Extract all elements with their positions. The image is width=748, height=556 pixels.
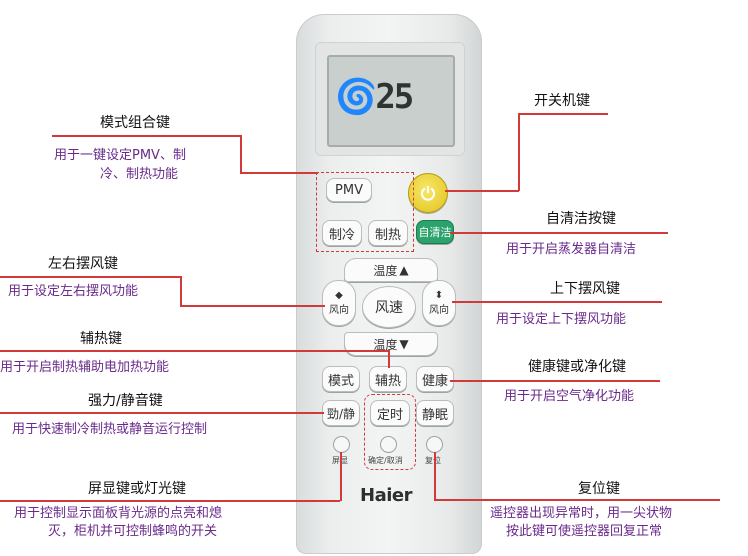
timer-button[interactable]: 定时	[370, 400, 410, 426]
lr-swing-button[interactable]: ◆ 风向	[322, 280, 356, 326]
health-line	[450, 380, 660, 382]
reset-button[interactable]	[426, 436, 443, 453]
lr-swing-line	[0, 276, 180, 278]
cool-button[interactable]: 制冷	[322, 220, 362, 246]
screen-desc-1: 用于控制显示面板背光源的点亮和熄	[14, 506, 223, 521]
reset-line	[434, 499, 720, 501]
mode-combo-line-h	[240, 172, 318, 174]
mode-combo-desc-2: 冷、制热功能	[100, 167, 179, 182]
screen-line	[0, 500, 340, 502]
aux-heat-title: 辅热键	[80, 331, 122, 347]
ud-swing-label: 风向	[429, 305, 449, 316]
ud-swing-desc: 用于设定上下摆风功能	[496, 312, 627, 327]
triangle-up-icon: ▲	[399, 263, 409, 277]
triangle-down-icon: ▼	[399, 337, 409, 351]
self-clean-button[interactable]: 自清洁	[416, 220, 454, 244]
lr-swing-line-h	[180, 305, 325, 307]
self-clean-line	[450, 232, 668, 234]
aux-heat-line	[0, 350, 390, 352]
mode-combo-title: 模式组合键	[100, 115, 170, 131]
lr-swing-label: 风向	[329, 305, 349, 316]
power-line-top	[518, 113, 608, 115]
turbo-desc: 用于快速制冷制热或静音运行控制	[12, 422, 208, 437]
sleep-button[interactable]: 静眠	[416, 400, 454, 426]
mode-combo-desc-1: 用于一键设定PMV、制	[54, 148, 186, 163]
ud-swing-line	[452, 301, 662, 303]
mode-combo-line-v	[240, 135, 242, 173]
mode-button[interactable]: 模式	[322, 366, 360, 392]
lr-swing-desc: 用于设定左右摆风功能	[8, 284, 139, 299]
power-icon	[421, 186, 435, 201]
ud-swing-button[interactable]: ⬍ 风向	[422, 280, 456, 326]
lcd-readout: 🌀25	[335, 77, 414, 117]
reset-desc-2: 按此键可使遥控器回复正常	[506, 524, 663, 539]
confirm-cancel-label: 确定/取消	[368, 456, 403, 465]
confirm-cancel-button[interactable]	[380, 436, 397, 453]
lr-swing-title: 左右摆风键	[48, 256, 118, 272]
power-button[interactable]	[408, 173, 448, 213]
mode-combo-line	[52, 135, 242, 137]
health-button[interactable]: 健康	[416, 366, 454, 392]
screen-title: 屏显键或灯光键	[88, 481, 186, 497]
health-title: 健康键或净化键	[528, 359, 626, 375]
screen-desc-2: 灭，柜机并可控制蜂鸣的开关	[48, 524, 218, 539]
lr-swing-line-v	[180, 276, 182, 306]
temp-down-button[interactable]: 温度 ▼	[344, 332, 438, 356]
power-line-v	[518, 113, 520, 191]
reset-line-v	[434, 452, 436, 500]
ud-swing-title: 上下摆风键	[550, 281, 620, 297]
up-down-arrow-icon: ⬍	[434, 290, 444, 301]
health-desc: 用于开启空气净化功能	[504, 389, 635, 404]
aux-heat-desc: 用于开启制热辅助电加热功能	[0, 360, 170, 375]
left-right-arrow-icon: ◆	[335, 290, 343, 301]
turbo-quiet-button[interactable]: 勁/静	[322, 400, 360, 426]
turbo-line	[0, 412, 324, 414]
aux-heat-line-v	[388, 350, 390, 368]
temp-up-button[interactable]: 温度 ▲	[344, 258, 438, 282]
reset-desc-1: 遥控器出现异常时，用一尖状物	[490, 506, 673, 521]
power-title: 开关机键	[534, 93, 590, 109]
reset-label: 复位	[425, 456, 441, 465]
fan-speed-button[interactable]: 风速	[362, 286, 416, 328]
reset-title: 复位键	[578, 481, 620, 497]
mode-combo-outline	[316, 172, 414, 252]
timer-group-outline	[364, 394, 416, 470]
brand-logo: Haier	[360, 485, 412, 506]
screen-button[interactable]	[333, 436, 350, 453]
power-line-h	[445, 190, 519, 192]
temp-down-label: 温度	[373, 337, 398, 352]
screen-line-v	[340, 452, 342, 501]
pmv-button[interactable]: PMV	[326, 178, 372, 202]
self-clean-desc: 用于开启蒸发器自清洁	[506, 242, 637, 257]
lcd-display: 🌀25	[327, 55, 455, 147]
self-clean-title: 自清洁按键	[546, 211, 616, 227]
heat-button[interactable]: 制热	[368, 220, 408, 246]
turbo-title: 强力/静音键	[88, 393, 163, 409]
aux-heat-button[interactable]: 辅热	[369, 366, 407, 392]
temp-up-label: 温度	[373, 263, 398, 278]
